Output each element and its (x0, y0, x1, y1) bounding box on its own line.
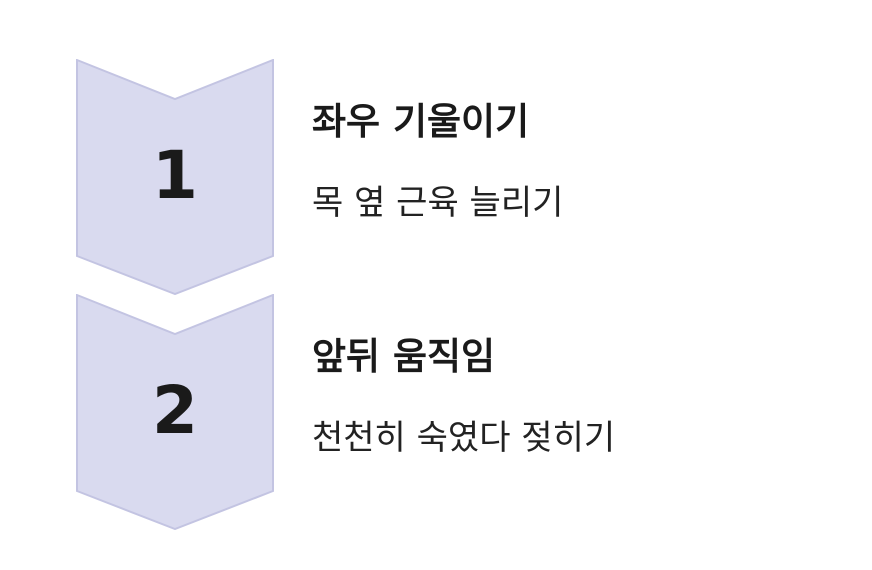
step-2-chevron-shape (76, 294, 274, 530)
step-1-description: 목 옆 근육 늘리기 (312, 183, 564, 223)
step-1-title: 좌우 기울이기 (312, 100, 530, 143)
step-2-title: 앞뒤 움직임 (312, 335, 496, 378)
step-1-chevron-shape (76, 59, 274, 295)
chevron-shape-icon (76, 294, 274, 530)
chevron-shape-icon (76, 59, 274, 295)
step-2-description: 천천히 숙였다 젖히기 (312, 418, 616, 458)
step-2-number: 2 (152, 372, 198, 449)
step-1-number: 1 (152, 137, 198, 214)
